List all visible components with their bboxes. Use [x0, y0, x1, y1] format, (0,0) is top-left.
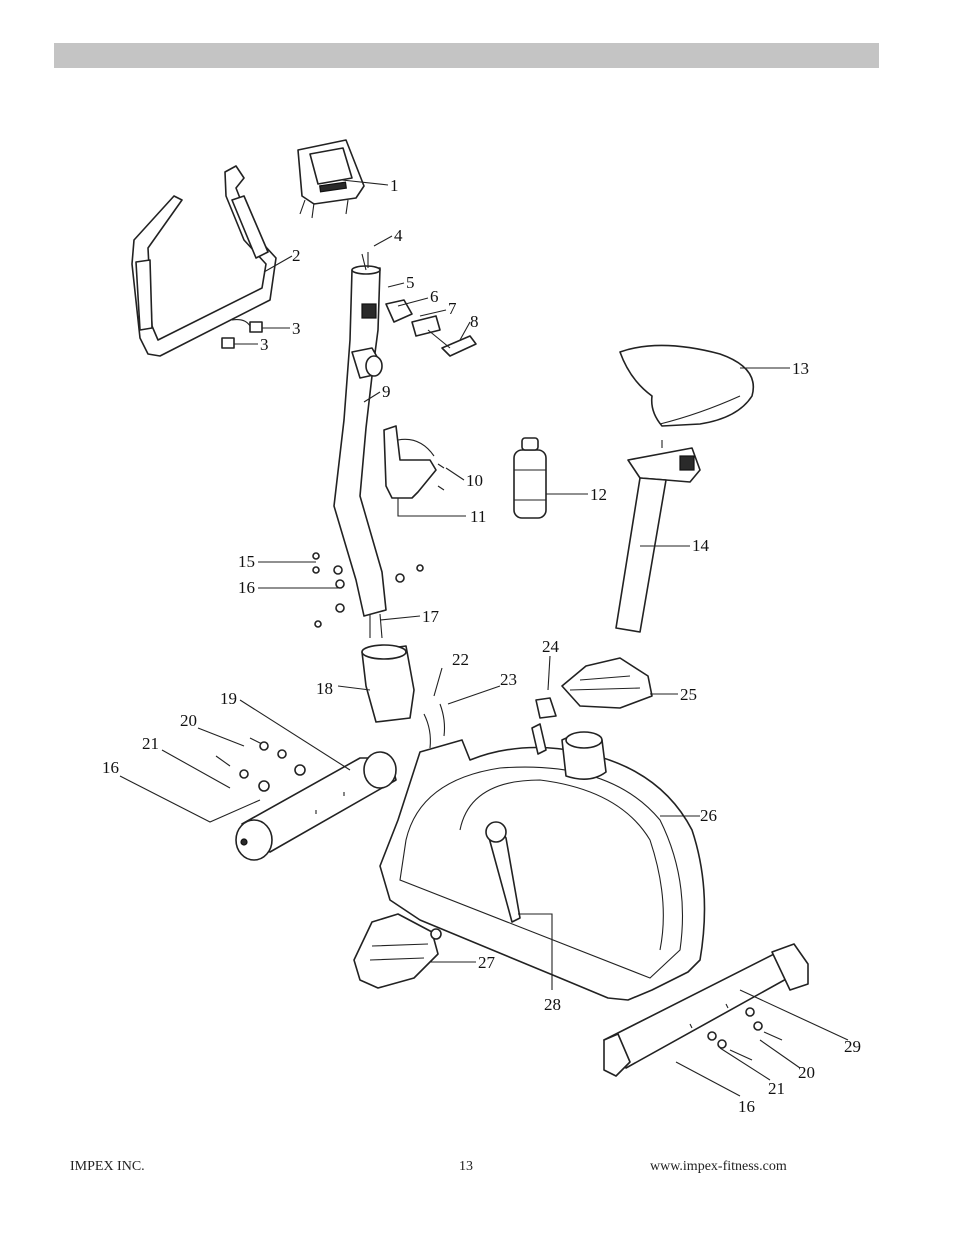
part-rear-stabilizer: [603, 943, 809, 1077]
part-post-shroud: [361, 644, 415, 723]
callout-2: 2: [292, 246, 301, 265]
callout-14: 14: [692, 536, 710, 555]
callout-24: 24: [542, 637, 560, 656]
part-knob-assembly: [385, 299, 477, 357]
part-rear-hardware: [707, 1007, 783, 1061]
callout-21b: 21: [768, 1079, 785, 1098]
callout-25: 25: [680, 685, 697, 704]
part-right-pedal: [535, 657, 653, 719]
callout-12: 12: [590, 485, 607, 504]
callout-6: 6: [430, 287, 439, 306]
header-bar: [54, 43, 879, 68]
callout-4: 4: [394, 226, 403, 245]
callout-26: 26: [700, 806, 717, 825]
callout-22: 22: [452, 650, 469, 669]
part-seat: [619, 344, 754, 427]
callout-5: 5: [406, 273, 415, 292]
part-console: [297, 139, 365, 219]
footer-website: www.impex-fitness.com: [650, 1159, 787, 1174]
callout-20b: 20: [798, 1063, 815, 1082]
part-main-frame: [379, 723, 706, 1001]
part-front-hardware: [215, 737, 306, 792]
callout-28: 28: [544, 995, 561, 1014]
part-upright-post: [333, 252, 387, 617]
callout-16b: 16: [102, 758, 119, 777]
callout-8: 8: [470, 312, 479, 331]
callout-9: 9: [382, 382, 391, 401]
callout-16c: 16: [738, 1097, 755, 1116]
callout-3b: 3: [260, 335, 269, 354]
footer-company: IMPEX INC.: [70, 1159, 145, 1174]
leader-lines: [119, 179, 849, 1097]
callout-3a: 3: [292, 319, 301, 338]
callout-27: 27: [478, 953, 496, 972]
callout-16a: 16: [238, 578, 255, 597]
callout-13: 13: [792, 359, 809, 378]
part-sensor-wires: [423, 703, 446, 749]
part-crank-arm: [485, 821, 521, 923]
part-bolts-washers: [312, 552, 424, 639]
callout-7: 7: [448, 299, 457, 318]
callout-10: 10: [466, 471, 483, 490]
callout-11: 11: [470, 507, 486, 526]
callout-1: 1: [390, 176, 399, 195]
callout-18: 18: [316, 679, 333, 698]
callout-15: 15: [238, 552, 255, 571]
callout-23: 23: [500, 670, 517, 689]
callout-21a: 21: [142, 734, 159, 753]
part-front-stabilizer: [235, 751, 397, 861]
callout-17: 17: [422, 607, 440, 626]
callout-29: 29: [844, 1037, 861, 1056]
part-water-bottle: [513, 437, 547, 519]
callout-19: 19: [220, 689, 237, 708]
part-bottle-holder: [383, 425, 445, 499]
part-left-pedal: [353, 913, 442, 989]
part-handlebar: [131, 165, 277, 357]
part-seat-post: [615, 440, 701, 633]
footer-page-number: 13: [459, 1159, 473, 1174]
callout-20a: 20: [180, 711, 197, 730]
callout-labels: 1 2 3 3 4 5 6 7 8 9 10 11 12 13 14 15 16…: [102, 176, 861, 1116]
